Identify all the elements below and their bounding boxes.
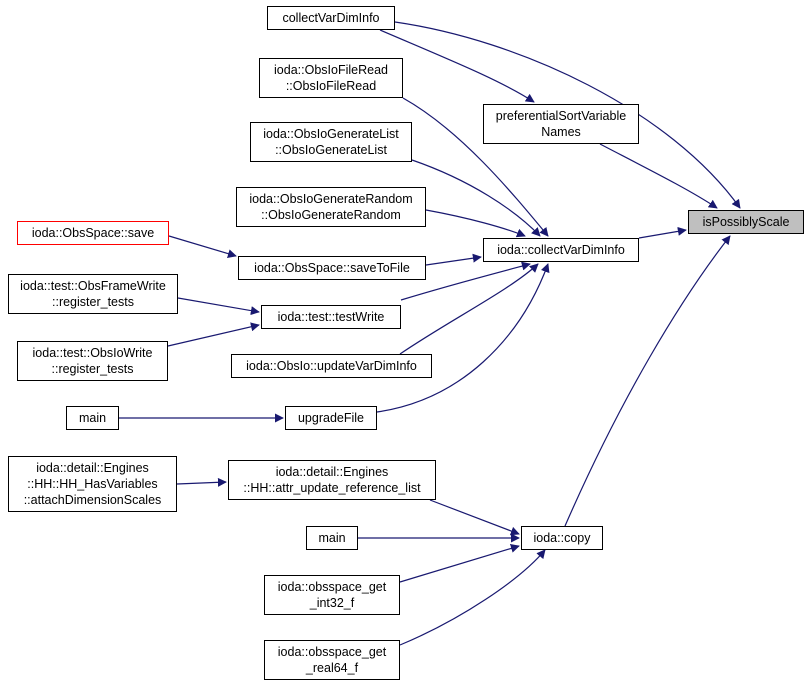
node-test-write[interactable]: ioda::test::testWrite	[261, 305, 401, 329]
node-obs-space-save-to-file[interactable]: ioda::ObsSpace::saveToFile	[238, 256, 426, 280]
node-obs-io-file-read[interactable]: ioda::ObsIoFileRead ::ObsIoFileRead	[259, 58, 403, 98]
node-obs-space-save[interactable]: ioda::ObsSpace::save	[17, 221, 169, 245]
edge-get-int32-to-copy	[399, 544, 520, 583]
edge-ioda-collect-to-is-possibly-scale	[638, 226, 687, 239]
edge-copy-to-is-possibly-scale	[564, 235, 731, 527]
node-main-upgrade[interactable]: main	[66, 406, 119, 430]
edge-update-var-dim-to-ioda-collect	[399, 263, 539, 355]
edge-io-write-to-test-write	[167, 322, 260, 347]
edge-get-real64-to-copy	[399, 549, 546, 646]
edge-frame-write-to-test-write	[177, 297, 260, 316]
edge-save-to-save-to-file	[168, 235, 237, 258]
node-obs-io-generate-list[interactable]: ioda::ObsIoGenerateList ::ObsIoGenerateL…	[250, 122, 412, 162]
node-obsspace-get-real64-f[interactable]: ioda::obsspace_get _real64_f	[264, 640, 400, 680]
edge-attr-update-to-copy	[429, 499, 520, 536]
edge-collect-to-is-possibly-scale	[394, 21, 741, 209]
edge-generate-list-to-ioda-collect	[411, 159, 541, 237]
edge-attach-to-attr-update	[176, 477, 227, 487]
node-is-possibly-scale: isPossiblyScale	[688, 210, 804, 234]
edge-preferential-to-is-possibly-scale	[599, 143, 718, 209]
node-ioda-copy[interactable]: ioda::copy	[521, 526, 603, 550]
edge-collect-to-preferential-sort	[379, 29, 535, 103]
node-upgrade-file[interactable]: upgradeFile	[285, 406, 377, 430]
node-collect-var-dim-info[interactable]: collectVarDimInfo	[267, 6, 395, 30]
edge-file-read-to-ioda-collect	[402, 97, 549, 237]
node-main-copy[interactable]: main	[306, 526, 358, 550]
node-obs-frame-write-register-tests[interactable]: ioda::test::ObsFrameWrite ::register_tes…	[8, 274, 178, 314]
node-attach-dimension-scales[interactable]: ioda::detail::Engines ::HH::HH_HasVariab…	[8, 456, 177, 512]
node-obsspace-get-int32-f[interactable]: ioda::obsspace_get _int32_f	[264, 575, 400, 615]
edge-upgrade-file-to-ioda-collect	[376, 263, 550, 413]
edge-test-write-to-ioda-collect	[400, 261, 531, 301]
edge-generate-random-to-ioda-collect	[425, 209, 526, 238]
node-obs-io-write-register-tests[interactable]: ioda::test::ObsIoWrite ::register_tests	[17, 341, 168, 381]
node-attr-update-reference-list[interactable]: ioda::detail::Engines ::HH::attr_update_…	[228, 460, 436, 500]
edge-save-to-file-to-ioda-collect	[425, 253, 482, 266]
node-obs-io-update-var-dim-info[interactable]: ioda::ObsIo::updateVarDimInfo	[231, 354, 432, 378]
node-ioda-collect-var-dim-info[interactable]: ioda::collectVarDimInfo	[483, 238, 639, 262]
node-preferential-sort-variable-names[interactable]: preferentialSortVariable Names	[483, 104, 639, 144]
node-obs-io-generate-random[interactable]: ioda::ObsIoGenerateRandom ::ObsIoGenerat…	[236, 187, 426, 227]
